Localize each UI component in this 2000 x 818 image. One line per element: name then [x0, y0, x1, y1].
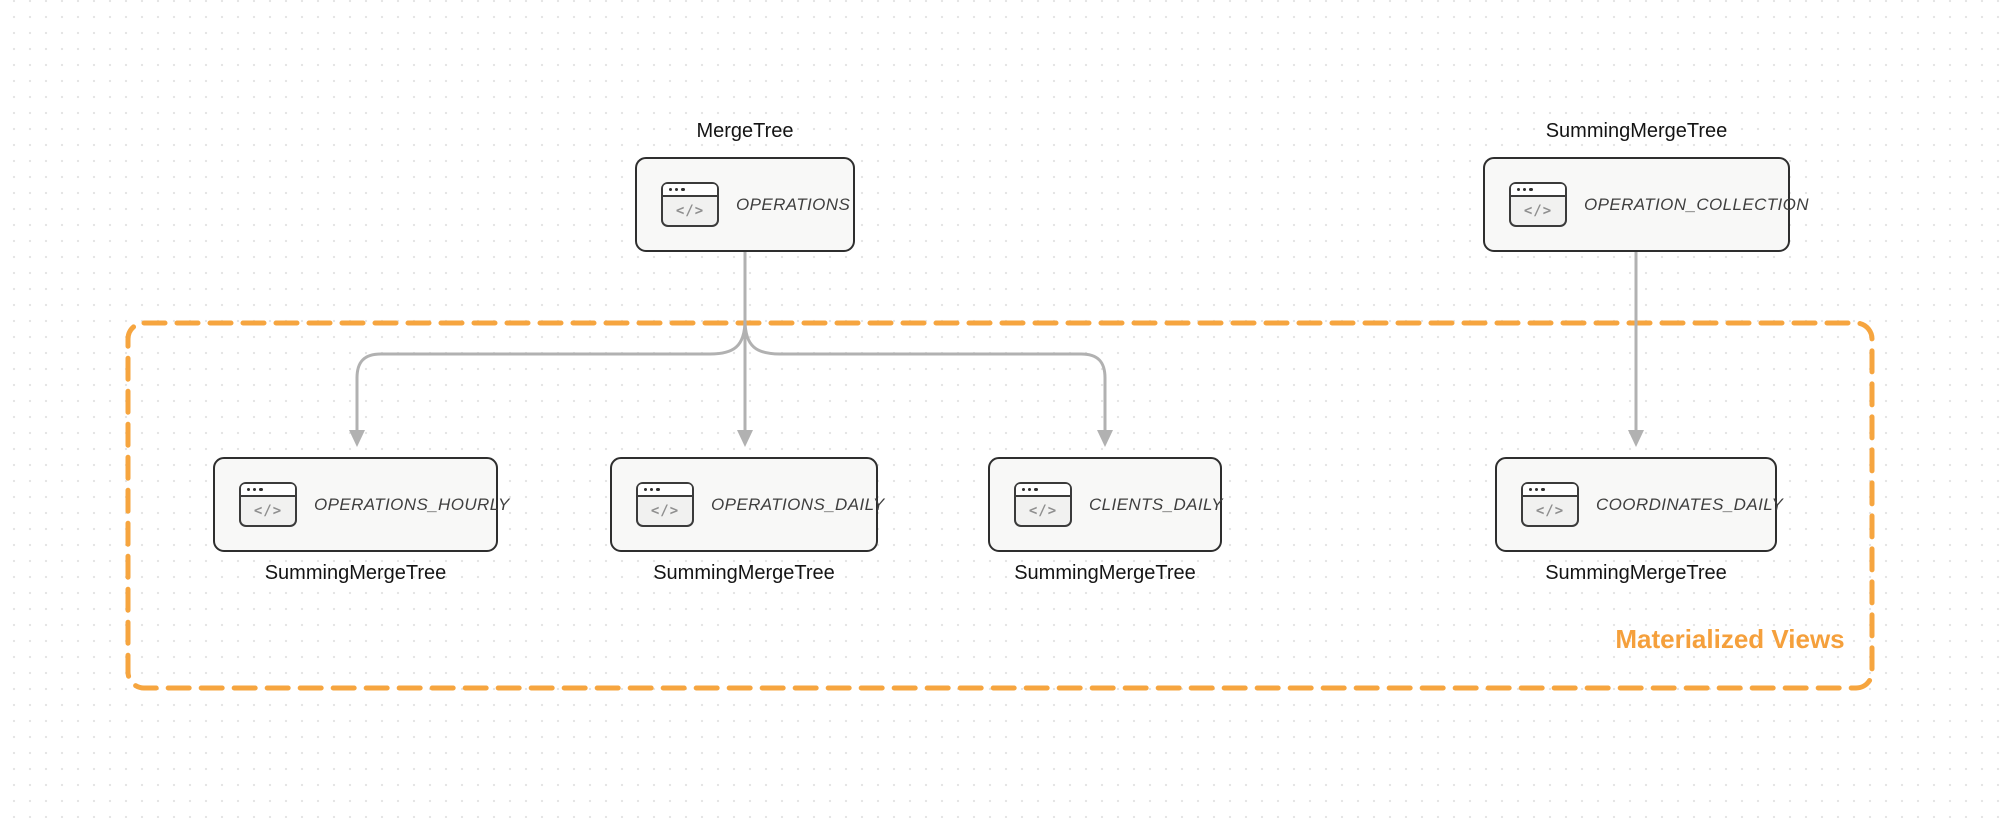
- code-glyph-icon: </>: [675, 203, 705, 219]
- node-label: COORDINATES_DAILY: [1596, 494, 1784, 514]
- code-glyph-icon: </>: [1523, 203, 1553, 219]
- node-operations-daily[interactable]: SummingMergeTree </> OPERATIONS_DAILY: [610, 457, 884, 584]
- window-dots-icon: [663, 184, 717, 197]
- node-box: </> COORDINATES_DAILY: [1495, 457, 1783, 552]
- arrowhead-icon: [349, 430, 365, 447]
- code-window-icon: </>: [1521, 482, 1579, 527]
- engine-label-operations-daily: SummingMergeTree: [653, 562, 835, 584]
- node-label: OPERATIONS_DAILY: [711, 494, 885, 514]
- node-box: </> OPERATIONS_DAILY: [610, 457, 884, 552]
- node-coordinates-daily[interactable]: SummingMergeTree </> COORDINATES_DAILY: [1495, 457, 1783, 584]
- edge-operations-to-operations-daily: [737, 252, 753, 447]
- node-label: OPERATIONS_HOURLY: [314, 494, 510, 514]
- node-box: </> OPERATIONS_HOURLY: [213, 457, 509, 552]
- code-window-icon: </>: [239, 482, 297, 527]
- code-window-icon: </>: [1509, 182, 1567, 227]
- engine-label-operations: MergeTree: [696, 120, 794, 142]
- node-operations-hourly[interactable]: SummingMergeTree </> OPERATIONS_HOURLY: [213, 457, 509, 584]
- code-glyph-icon: </>: [650, 503, 680, 519]
- materialized-views-label: Materialized Views: [1615, 624, 1845, 654]
- window-dots-icon: [638, 484, 692, 497]
- node-label: OPERATION_COLLECTION: [1584, 194, 1809, 214]
- code-window-icon: </>: [636, 482, 694, 527]
- node-operation-collection[interactable]: SummingMergeTree </> OPERATION_COLLECTIO…: [1483, 120, 1809, 252]
- code-glyph-icon: </>: [253, 503, 283, 519]
- code-glyph-icon: </>: [1028, 503, 1058, 519]
- node-label: OPERATIONS: [736, 194, 851, 214]
- engine-label-operation-collection: SummingMergeTree: [1545, 120, 1728, 142]
- arrowhead-icon: [1628, 430, 1644, 447]
- edge-operation-collection-to-coordinates-daily: [1628, 252, 1644, 447]
- edge-operations-to-operations-hourly: [349, 319, 747, 447]
- arrowhead-icon: [737, 430, 753, 447]
- window-dots-icon: [1016, 484, 1070, 497]
- edge-operations-to-clients-daily: [743, 319, 1113, 447]
- window-dots-icon: [1511, 184, 1565, 197]
- node-label: CLIENTS_DAILY: [1089, 494, 1224, 514]
- window-dots-icon: [1523, 484, 1577, 497]
- node-operations[interactable]: MergeTree </> OPERATIONS: [635, 120, 855, 252]
- node-box: </> OPERATION_COLLECTION: [1483, 157, 1809, 252]
- node-box: </> OPERATIONS: [635, 157, 855, 252]
- arrowhead-icon: [1097, 430, 1113, 447]
- code-window-icon: </>: [1014, 482, 1072, 527]
- engine-label-operations-hourly: SummingMergeTree: [264, 562, 447, 584]
- engine-label-clients-daily: SummingMergeTree: [1014, 562, 1196, 584]
- window-dots-icon: [241, 484, 295, 497]
- materialized-views-group: [125, 320, 1875, 691]
- node-box: </> CLIENTS_DAILY: [988, 457, 1224, 552]
- engine-label-coordinates-daily: SummingMergeTree: [1545, 562, 1727, 584]
- code-window-icon: </>: [661, 182, 719, 227]
- node-clients-daily[interactable]: SummingMergeTree </> CLIENTS_DAILY: [988, 457, 1224, 584]
- code-glyph-icon: </>: [1535, 503, 1565, 519]
